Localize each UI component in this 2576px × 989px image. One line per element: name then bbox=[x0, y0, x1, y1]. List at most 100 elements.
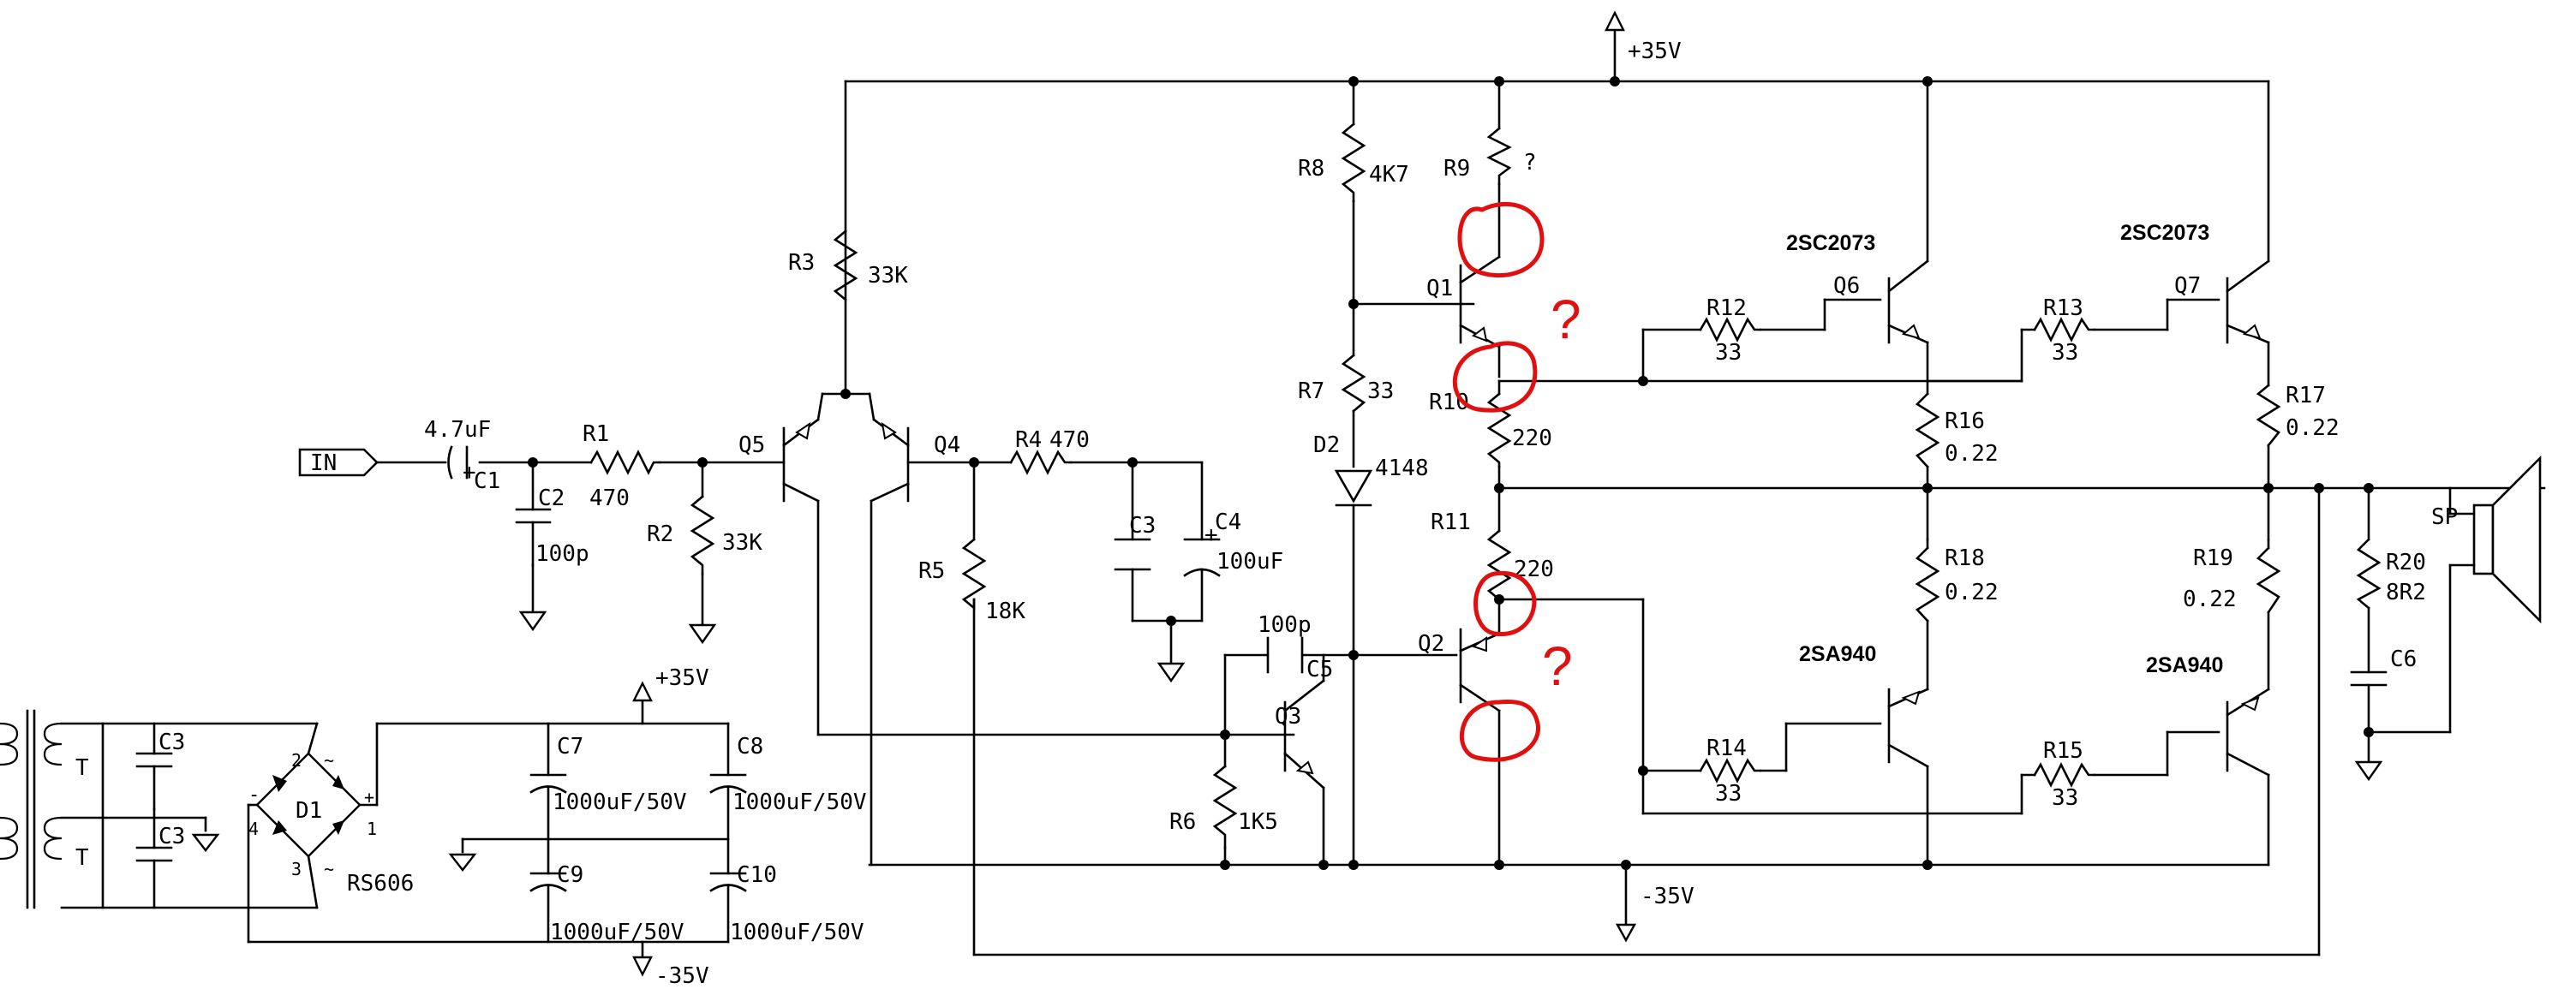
resistor-r6: R6 1K5 bbox=[1169, 765, 1278, 849]
diode-d2: D2 4148 bbox=[1313, 432, 1429, 507]
pos-rail-label: +35V bbox=[1628, 39, 1682, 64]
resistor-r18: R18 0.22 bbox=[1915, 545, 1999, 623]
d2-value: 4148 bbox=[1375, 456, 1429, 481]
r1-value: 470 bbox=[589, 486, 630, 511]
transformer-label-top: T bbox=[75, 755, 89, 781]
supply-pos-arrow: +35V bbox=[1605, 10, 1682, 64]
ground-symbol bbox=[448, 853, 477, 872]
r12-ref: R12 bbox=[1706, 295, 1747, 321]
resistor-r10: R10 220 bbox=[1429, 390, 1552, 468]
q4-ref: Q4 bbox=[934, 432, 960, 458]
r16-value: 0.22 bbox=[1945, 441, 1999, 467]
red-annotations: ? ? bbox=[1452, 201, 1581, 762]
wiring bbox=[375, 24, 2546, 956]
ground-symbol bbox=[2354, 760, 2383, 782]
resistor-r16: R16 0.22 bbox=[1915, 392, 1999, 468]
bridge-ref: D1 bbox=[296, 798, 322, 824]
q9-part: 2SA940 bbox=[2146, 653, 2223, 677]
psu-capacitor-c7: C7 1000uF/50V bbox=[529, 734, 687, 815]
r19-ref: R19 bbox=[2193, 545, 2233, 571]
r15-ref: R15 bbox=[2043, 738, 2083, 764]
r19-value: 0.22 bbox=[2183, 587, 2237, 612]
ground-symbol bbox=[688, 623, 717, 645]
resistor-r20: R20 8R2 bbox=[2356, 538, 2426, 610]
q6-ref: Q6 bbox=[1833, 273, 1860, 299]
r1-ref: R1 bbox=[583, 421, 609, 447]
capacitor-c1: 4.7uF C1 + bbox=[424, 417, 500, 494]
psu-capacitor-c8: C8 1000uF/50V bbox=[709, 734, 867, 815]
resistor-r7: R7 33 bbox=[1298, 354, 1394, 413]
c4-ref: C4 bbox=[1215, 509, 1241, 535]
r18-ref: R18 bbox=[1945, 545, 1985, 571]
r7-value: 33 bbox=[1367, 378, 1394, 404]
c7-ref: C7 bbox=[557, 734, 583, 760]
resistor-r14: R14 33 bbox=[1699, 736, 1762, 807]
c3-ref: C3 bbox=[1129, 513, 1156, 539]
transistor-q9: 2SA940 bbox=[2146, 653, 2260, 712]
r17-ref: R17 bbox=[2286, 383, 2326, 408]
transistor-q1: Q1 bbox=[1426, 276, 1488, 343]
c4-value: 100uF bbox=[1216, 549, 1283, 575]
red-question-mark-2: ? bbox=[1542, 635, 1573, 697]
supply-neg-arrow: -35V bbox=[1615, 884, 1694, 943]
r8-value: 4K7 bbox=[1369, 162, 1409, 188]
psu-capacitor-c3-bottom: C3 bbox=[135, 824, 185, 862]
psu-neg-arrow bbox=[632, 956, 653, 977]
r3-value: 33K bbox=[868, 263, 908, 289]
psu-c3b-ref: C3 bbox=[158, 824, 185, 849]
input-connector: IN bbox=[298, 448, 379, 477]
transistor-q6: Q6 2SC2073 bbox=[1786, 231, 1921, 340]
transistor-q7: Q7 2SC2073 bbox=[2120, 221, 2262, 340]
resistor-r12: R12 33 bbox=[1699, 295, 1762, 366]
ground-symbol bbox=[191, 833, 220, 852]
r9-ref: R9 bbox=[1443, 156, 1470, 182]
r5-value: 18K bbox=[985, 599, 1025, 624]
capacitor-c2: C2 100p bbox=[515, 486, 589, 632]
psu-c3a-ref: C3 bbox=[158, 730, 185, 755]
c8-value: 1000uF/50V bbox=[732, 789, 867, 815]
r20-ref: R20 bbox=[2386, 550, 2426, 575]
power-supply: T T C3 C3 bbox=[0, 665, 867, 989]
transistor-q2: Q2 bbox=[1418, 631, 1487, 657]
r20-value: 8R2 bbox=[2386, 580, 2426, 605]
red-circle-q2-emitter bbox=[1473, 570, 1537, 636]
bridge-part: RS606 bbox=[347, 871, 414, 897]
transistor-q5: Q5 bbox=[738, 392, 824, 503]
resistor-r2: R2 33K bbox=[647, 495, 762, 645]
svg-text:+: + bbox=[364, 787, 374, 807]
red-question-mark-1: ? bbox=[1551, 289, 1581, 350]
red-circle-q1-collector bbox=[1457, 201, 1545, 277]
q7-ref: Q7 bbox=[2174, 273, 2201, 299]
r2-value: 33K bbox=[722, 530, 762, 556]
r18-value: 0.22 bbox=[1945, 580, 1999, 605]
q8-part: 2SA940 bbox=[1799, 642, 1876, 666]
psu-neg-label: -35V bbox=[655, 963, 709, 989]
r14-ref: R14 bbox=[1706, 736, 1747, 761]
c7-value: 1000uF/50V bbox=[553, 789, 687, 815]
r16-ref: R16 bbox=[1945, 408, 1985, 434]
bridge-rectifier: D1 RS606 2 1 3 4 ~ ~ + - bbox=[247, 722, 730, 944]
r4-ref: R4 bbox=[1015, 427, 1042, 453]
r13-value: 33 bbox=[2052, 340, 2078, 366]
resistor-r19: R19 0.22 bbox=[2183, 545, 2281, 614]
q3-ref: Q3 bbox=[1275, 704, 1301, 730]
r12-value: 33 bbox=[1715, 340, 1742, 366]
resistor-r13: R13 33 bbox=[2033, 295, 2096, 366]
c1-value: 4.7uF bbox=[424, 417, 491, 443]
transistor-q4: Q4 bbox=[868, 392, 960, 503]
capacitor-c3: C3 bbox=[1114, 513, 1156, 571]
r2-ref: R2 bbox=[647, 521, 673, 547]
capacitor-c5: 100p C5 bbox=[1258, 612, 1333, 682]
svg-text:~: ~ bbox=[324, 859, 334, 879]
red-circle-q2-collector bbox=[1459, 699, 1541, 762]
junctions bbox=[528, 76, 2374, 870]
resistor-r9: R9 ? bbox=[1443, 127, 1537, 186]
r7-ref: R7 bbox=[1298, 378, 1324, 404]
r8-ref: R8 bbox=[1298, 156, 1324, 182]
r11-ref: R11 bbox=[1431, 509, 1471, 535]
transformer: T T bbox=[0, 709, 89, 909]
c1-ref: C1 bbox=[474, 468, 500, 494]
r6-ref: R6 bbox=[1169, 809, 1196, 835]
svg-text:~: ~ bbox=[324, 750, 334, 771]
c5-ref: C5 bbox=[1306, 657, 1333, 682]
